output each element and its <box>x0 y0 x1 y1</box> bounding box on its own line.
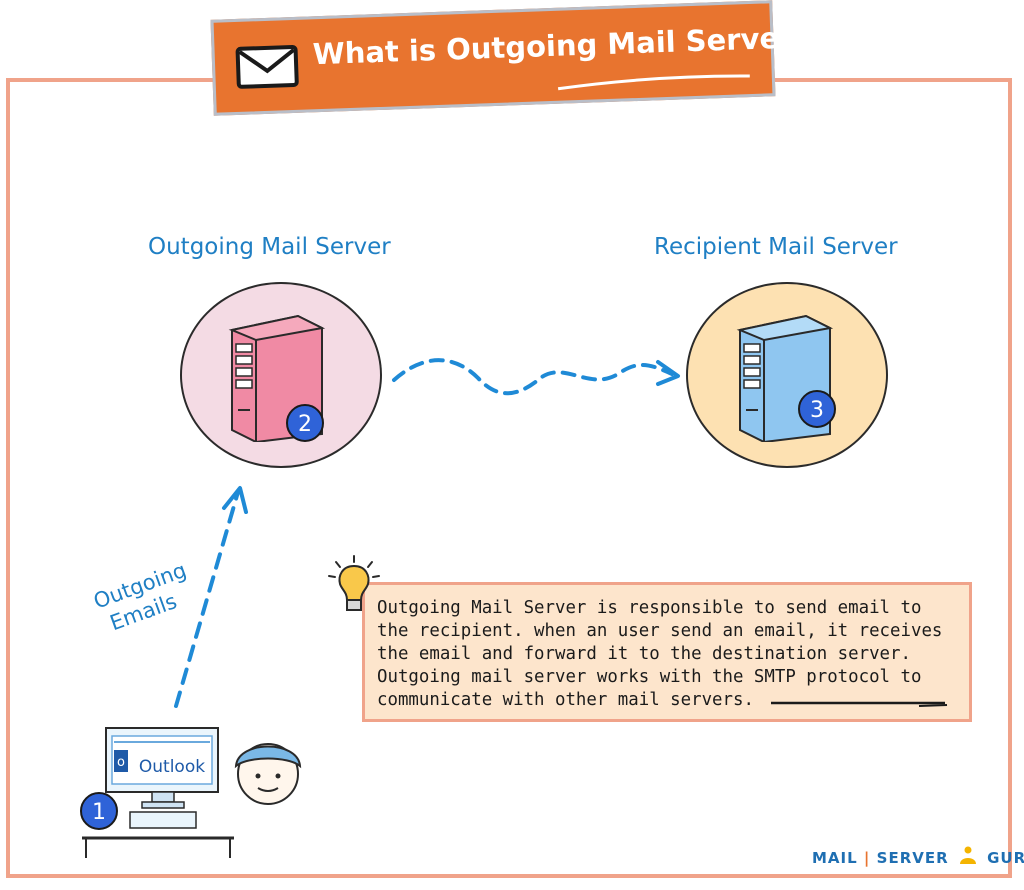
title-underline <box>557 74 750 91</box>
step-badge-1: 1 <box>80 792 118 830</box>
info-line-4: Outgoing mail server works with the SMTP… <box>377 667 922 687</box>
outlook-app-name: Outlook <box>139 757 205 777</box>
meditating-guru-icon <box>959 846 976 864</box>
step-badge-2: 2 <box>286 404 324 442</box>
info-box: Outgoing Mail Server is responsible to s… <box>362 582 972 722</box>
step-badge-3: 3 <box>798 390 836 428</box>
recipient-server-label: Recipient Mail Server <box>654 234 898 260</box>
user-avatar-icon <box>234 743 302 805</box>
client-computer-icon: o Outlook <box>82 727 234 858</box>
server-to-server-arrow <box>392 358 680 396</box>
title-banner: What is Outgoing Mail Server? <box>210 0 811 116</box>
envelope-icon <box>235 44 299 89</box>
info-line-2: the recipient. when an user send an emai… <box>377 621 943 641</box>
brand-logo: MAIL | SERVER GURU <box>812 846 1024 867</box>
brand-separator: | <box>863 849 871 867</box>
diagram-title: What is Outgoing Mail Server? <box>312 19 811 72</box>
brand-part-1: MAIL <box>812 849 858 867</box>
info-line-5: communicate with other mail servers. <box>377 690 754 710</box>
info-line-3: the email and forward it to the destinat… <box>377 644 911 664</box>
brand-part-2: SERVER <box>876 849 949 867</box>
client-to-server-arrow <box>174 486 248 708</box>
info-line-1: Outgoing Mail Server is responsible to s… <box>377 598 922 618</box>
info-text: Outgoing Mail Server is responsible to s… <box>377 597 969 712</box>
svg-text:o: o <box>117 755 125 770</box>
text-underline <box>771 701 948 707</box>
lightbulb-icon <box>328 555 380 611</box>
brand-part-3: GURU <box>987 849 1024 867</box>
outgoing-server-label: Outgoing Mail Server <box>148 234 391 260</box>
